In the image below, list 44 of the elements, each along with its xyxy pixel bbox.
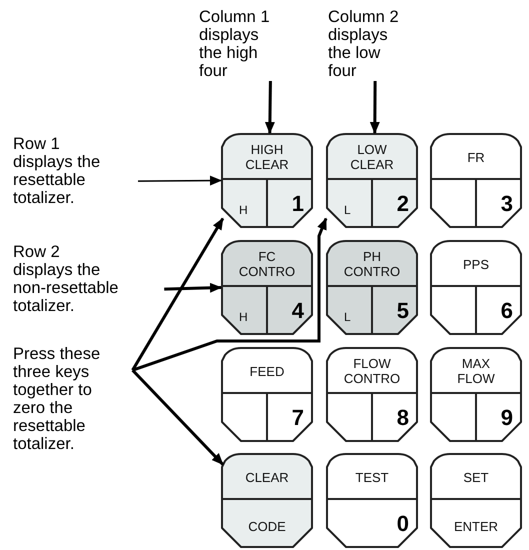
key-letter: H: [239, 203, 248, 217]
arrow: [138, 176, 222, 186]
keypad-key: [326, 453, 418, 548]
keypad-key: [326, 133, 418, 228]
key-label: SET: [462, 470, 490, 484]
annotation-text: Row 2 displays the non-resettable totalizer.: [13, 243, 121, 315]
key-label: TEST: [354, 470, 390, 484]
key-number: 5: [396, 299, 409, 323]
keypad-key: [430, 240, 522, 335]
arrow: [132, 218, 328, 372]
keypad-key: [430, 347, 522, 442]
arrow: [264, 80, 275, 134]
key-label: PPS: [462, 256, 490, 272]
key-number: 0: [396, 512, 409, 536]
key-label: ENTER: [452, 519, 500, 535]
annotation-text: Press these three keys together to zero the resettable totalizer.: [13, 345, 105, 471]
key-number: 9: [500, 406, 513, 430]
key-number: 2: [396, 192, 409, 216]
annotation-text: Column 1 displays the high four: [199, 8, 275, 81]
key-letter: H: [239, 310, 248, 324]
key-number: 1: [292, 192, 304, 216]
keypad-key: [221, 133, 313, 228]
key-label: CLEAR: [244, 470, 290, 484]
key-letter: L: [344, 203, 351, 217]
annotation-text: Row 1 displays the resettable totalizer.: [13, 135, 113, 207]
arrow: [132, 369, 224, 466]
arrow: [370, 80, 380, 134]
keypad-key: [221, 347, 313, 442]
key-number: 3: [500, 192, 513, 216]
keypad-key: [221, 240, 313, 335]
keypad-key: [430, 453, 522, 548]
annotation-text: Column 2 displays the low four: [328, 8, 404, 81]
arrow: [164, 282, 222, 293]
arrow: [131, 218, 224, 371]
key-label: CODE: [247, 519, 287, 535]
key-number: 8: [396, 406, 409, 430]
key-letter: L: [344, 310, 351, 324]
key-number: 4: [292, 299, 304, 323]
keypad-key: [326, 240, 418, 335]
keypad-key: [221, 453, 313, 548]
keypad-key: [326, 347, 418, 442]
key-number: 7: [292, 406, 304, 430]
keypad-key: [430, 133, 522, 228]
key-number: 6: [500, 299, 513, 323]
